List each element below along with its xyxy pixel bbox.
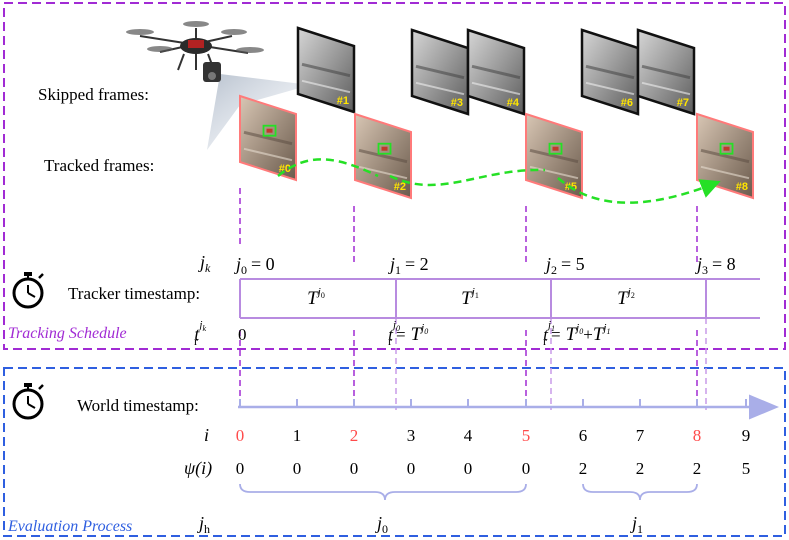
psi-row-symbol: ψ(i) bbox=[184, 458, 212, 479]
jk-value: j1= 2 bbox=[388, 254, 429, 277]
frame-stack: #1 #3 #4 #6 #7 #0 #2 #5 #8 bbox=[239, 26, 754, 200]
tracked-frames-label: Tracked frames: bbox=[44, 156, 154, 175]
timeline-connectors bbox=[239, 318, 707, 410]
jk-value: j3= 8 bbox=[695, 254, 736, 277]
frame-connectors bbox=[239, 188, 698, 265]
psi-value: 2 bbox=[579, 459, 588, 478]
frame-label: #7 bbox=[677, 97, 689, 109]
frame-label: #8 bbox=[736, 181, 748, 193]
jk-row: jk j0= 0 j1= 2 j2= 5 j3= 8 bbox=[198, 252, 736, 277]
frame-label: #6 bbox=[621, 97, 633, 109]
brace-j0 bbox=[239, 483, 527, 501]
i-value: 4 bbox=[464, 426, 473, 445]
psi-value: 2 bbox=[636, 459, 645, 478]
jk-row-symbol: jk bbox=[198, 252, 211, 275]
frame-label: #2 bbox=[394, 181, 406, 193]
brace-j1 bbox=[582, 483, 698, 501]
i-row: 0 1 2 3 4 5 6 7 8 9 bbox=[236, 426, 751, 445]
stopwatch-icon-world bbox=[12, 383, 44, 420]
duration-label: Tj0 bbox=[307, 286, 325, 309]
psi-value: 0 bbox=[350, 459, 359, 478]
psi-value: 5 bbox=[742, 459, 751, 478]
tracked-frame: #5 bbox=[525, 112, 583, 200]
tracked-frame: #2 bbox=[354, 112, 412, 200]
psi-value: 0 bbox=[236, 459, 245, 478]
psi-value: 2 bbox=[693, 459, 702, 478]
psi-value: 0 bbox=[293, 459, 302, 478]
i-value: 8 bbox=[693, 426, 702, 445]
skipped-frame: #6 bbox=[580, 28, 640, 116]
i-value: 0 bbox=[236, 426, 245, 445]
tracker-timestamp-bar bbox=[239, 278, 760, 319]
i-row-symbol: i bbox=[204, 425, 209, 445]
frame-label: #1 bbox=[337, 95, 349, 107]
stopwatch-icon bbox=[12, 272, 44, 309]
i-value: 5 bbox=[522, 426, 531, 445]
psi-value: 0 bbox=[407, 459, 416, 478]
tracking-schedule-label: Tracking Schedule bbox=[8, 325, 127, 342]
duration-label: Tj2 bbox=[617, 286, 635, 309]
world-timeline-ticks bbox=[239, 399, 747, 407]
tracking-schedule-box bbox=[3, 2, 786, 350]
i-value: 9 bbox=[742, 426, 751, 445]
psi-row: 0 0 0 0 0 0 2 2 2 5 bbox=[236, 459, 751, 478]
skipped-frame: #7 bbox=[636, 28, 696, 116]
evaluation-process-label: Evaluation Process bbox=[7, 518, 132, 535]
drone-icon bbox=[126, 21, 310, 150]
jk-value: j0= 0 bbox=[234, 254, 275, 277]
psi-value: 0 bbox=[522, 459, 531, 478]
tracked-frame: #8 bbox=[696, 112, 754, 200]
skipped-frames-label: Skipped frames: bbox=[38, 85, 149, 104]
skipped-frame: #3 bbox=[410, 28, 470, 116]
camera-beam bbox=[207, 74, 310, 150]
skipped-frame: #4 bbox=[466, 28, 526, 116]
frame-label: #3 bbox=[451, 97, 463, 109]
i-value: 3 bbox=[407, 426, 416, 445]
tracked-frame: #0 bbox=[239, 94, 297, 182]
evaluation-process-box bbox=[3, 367, 786, 537]
object-trajectory bbox=[277, 158, 721, 204]
i-value: 2 bbox=[350, 426, 359, 445]
world-timestamp-label: World timestamp: bbox=[77, 396, 199, 415]
i-value: 1 bbox=[293, 426, 302, 445]
jh-row-symbol: jh bbox=[197, 513, 210, 536]
i-value: 6 bbox=[579, 426, 588, 445]
duration-label: Tj1 bbox=[461, 286, 479, 309]
skipped-frame: #1 bbox=[296, 26, 356, 114]
jh-group-0: j0 bbox=[375, 513, 388, 536]
psi-value: 0 bbox=[464, 459, 473, 478]
i-value: 7 bbox=[636, 426, 645, 445]
jh-group-1: j1 bbox=[630, 513, 643, 536]
tracker-timestamp-label: Tracker timestamp: bbox=[68, 284, 200, 303]
jk-value: j2= 5 bbox=[544, 254, 585, 277]
tr-value-0: 0 bbox=[238, 325, 247, 344]
frame-label: #4 bbox=[507, 97, 520, 109]
